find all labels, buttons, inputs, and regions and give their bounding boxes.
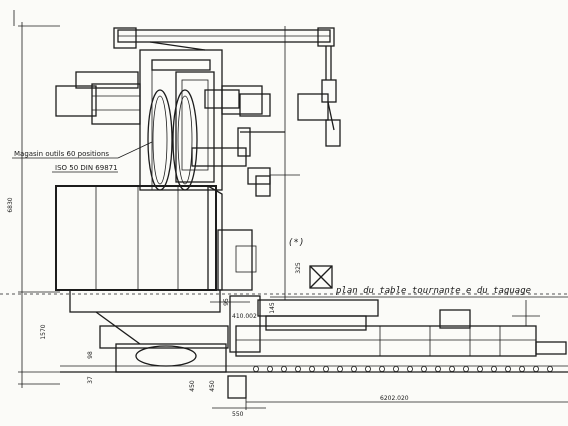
plan-note: plan du table tournante e du taquage	[335, 286, 531, 296]
dim-325: 325	[295, 262, 302, 274]
dim-410: 410.002	[232, 313, 257, 320]
roller	[294, 365, 301, 372]
roller	[434, 365, 441, 372]
left-dimension-lines	[13, 10, 60, 388]
roller	[252, 365, 259, 372]
roller	[533, 365, 540, 372]
dim-98: 98	[87, 351, 94, 359]
roller	[350, 365, 357, 372]
roller	[364, 365, 371, 372]
roller	[420, 365, 427, 372]
roller	[462, 365, 469, 372]
rotary-table	[257, 299, 379, 331]
motor-housing	[55, 71, 141, 125]
roller	[280, 365, 287, 372]
floor-rollers	[252, 365, 554, 372]
slide-rail	[235, 300, 567, 357]
roller	[406, 365, 413, 372]
magazine-callout	[12, 141, 153, 173]
roller	[476, 365, 483, 372]
roller	[336, 365, 343, 372]
roller	[547, 365, 554, 372]
roller	[490, 365, 497, 372]
roller	[322, 365, 329, 372]
dim-length: 6202.020	[380, 395, 409, 402]
lower-base	[69, 289, 261, 373]
roller	[519, 365, 526, 372]
dim-total-height: 6830	[7, 197, 14, 212]
dim-550: 550	[232, 411, 244, 418]
star-note: (*)	[288, 238, 304, 248]
roller	[266, 365, 273, 372]
dim-37: 37	[87, 376, 94, 384]
tool-magazine	[139, 49, 223, 191]
bottom-dimension-lines	[212, 375, 568, 410]
floor-line	[60, 365, 568, 373]
spindle-head	[191, 85, 329, 197]
main-housing	[55, 184, 257, 291]
dim-450b: 450	[209, 380, 216, 392]
magazine-label-line1: Magasin outils 60 positions	[14, 150, 109, 158]
dim-145: 145	[269, 302, 276, 314]
dim-lower-height: 1570	[40, 324, 47, 339]
dim-450: 450	[189, 380, 196, 392]
roller	[504, 365, 511, 372]
dim-95: 95	[223, 298, 230, 306]
roller	[392, 365, 399, 372]
magazine-label-line2: ISO 50 DIN 69871	[55, 164, 118, 172]
roller	[448, 365, 455, 372]
jib-arm	[113, 26, 341, 300]
roller	[378, 365, 385, 372]
roller	[308, 365, 315, 372]
cross-symbol	[309, 265, 333, 289]
